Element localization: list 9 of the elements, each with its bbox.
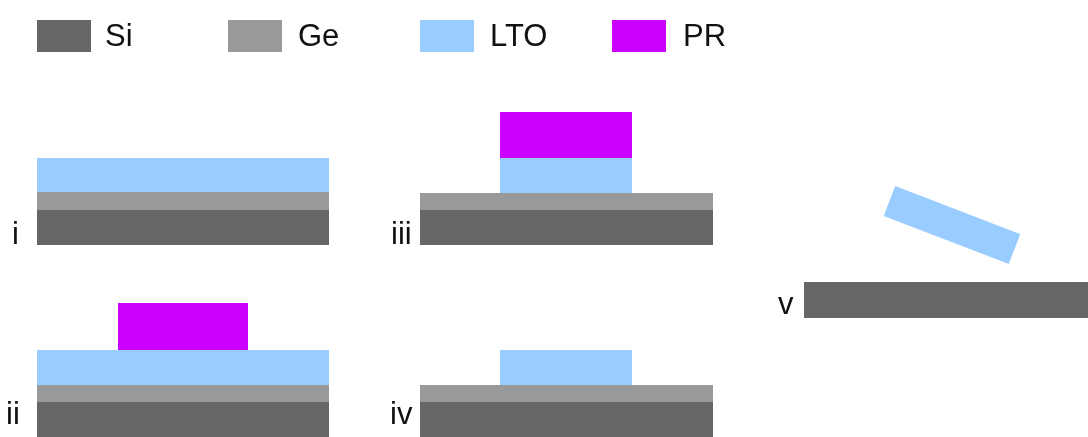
legend-label: LTO <box>490 20 548 51</box>
step-label: v <box>778 288 794 319</box>
legend-label: PR <box>683 20 727 51</box>
step-label: ii <box>6 398 20 429</box>
step-label: i <box>12 218 19 249</box>
step-label: iv <box>390 398 413 429</box>
step-label: iii <box>391 218 412 249</box>
legend-label: Ge <box>298 20 340 51</box>
legend-label: Si <box>105 20 133 51</box>
